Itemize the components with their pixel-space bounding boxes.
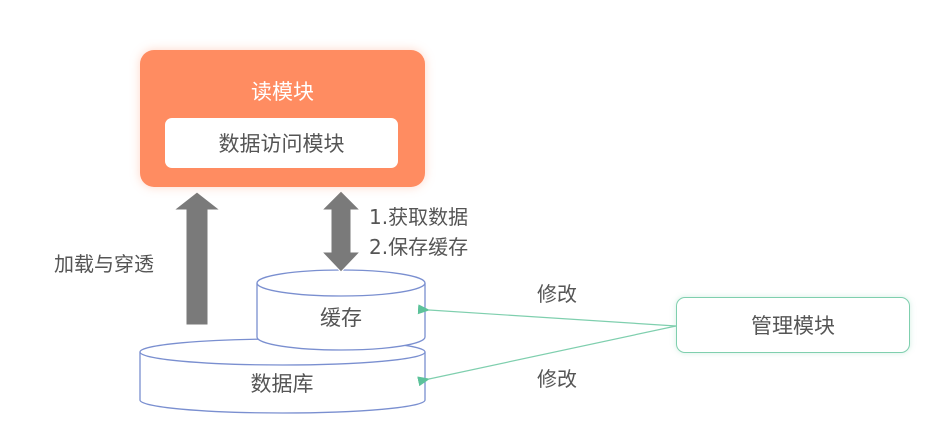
load-label: 加载与穿透 [54, 252, 154, 276]
modify-cache-label: 修改 [537, 282, 577, 306]
read-module: 读模块 数据访问模块 [140, 50, 425, 187]
management-module: 管理模块 [676, 297, 910, 353]
cache-label: 缓存 [320, 306, 362, 330]
read-module-title: 读模块 [251, 80, 314, 104]
load-arrow [172, 191, 222, 326]
cache-cylinder [256, 269, 426, 351]
cache-double-arrow [320, 190, 362, 273]
cache-step-1: 1.获取数据 [369, 205, 468, 229]
database-label: 数据库 [251, 372, 314, 396]
modify-db-label: 修改 [537, 367, 577, 391]
modify-db-arrow [417, 325, 677, 387]
modify-cache-arrow [417, 304, 677, 327]
data-access-module: 数据访问模块 [165, 118, 398, 168]
cache-step-2: 2.保存缓存 [369, 235, 468, 259]
